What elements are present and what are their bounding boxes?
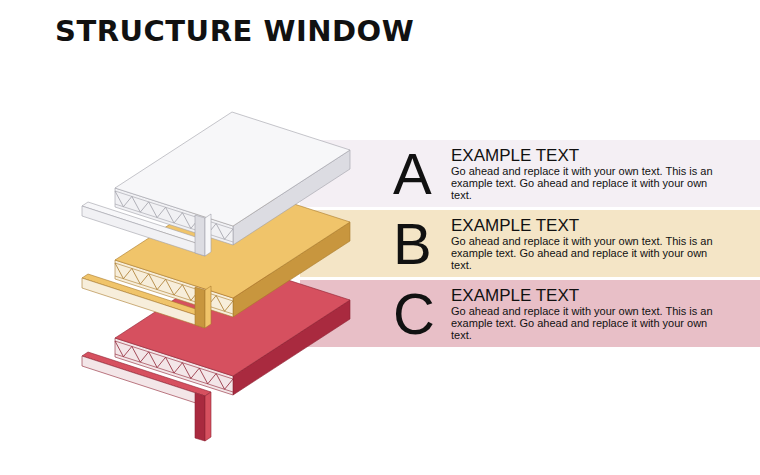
- band-letter: A: [393, 145, 451, 203]
- band-body: Go ahead and replace it with your own te…: [451, 235, 720, 271]
- band-heading: EXAMPLE TEXT: [451, 146, 720, 165]
- sill-layer: [82, 112, 350, 256]
- band-heading: EXAMPLE TEXT: [451, 216, 720, 235]
- band-body: Go ahead and replace it with your own te…: [451, 305, 720, 341]
- band-body: Go ahead and replace it with your own te…: [451, 165, 720, 201]
- page-title: STRUCTURE WINDOW: [55, 14, 414, 48]
- text-band: CEXAMPLE TEXTGo ahead and replace it wit…: [365, 280, 760, 347]
- band-letter: B: [393, 215, 451, 273]
- band-text-column: EXAMPLE TEXTGo ahead and replace it with…: [451, 286, 720, 341]
- band-text-column: EXAMPLE TEXTGo ahead and replace it with…: [451, 146, 720, 201]
- band-heading: EXAMPLE TEXT: [451, 286, 720, 305]
- text-band: BEXAMPLE TEXTGo ahead and replace it wit…: [365, 210, 760, 277]
- text-band: AEXAMPLE TEXTGo ahead and replace it wit…: [365, 140, 760, 207]
- band-text-column: EXAMPLE TEXTGo ahead and replace it with…: [451, 216, 720, 271]
- band-letter: C: [393, 285, 451, 343]
